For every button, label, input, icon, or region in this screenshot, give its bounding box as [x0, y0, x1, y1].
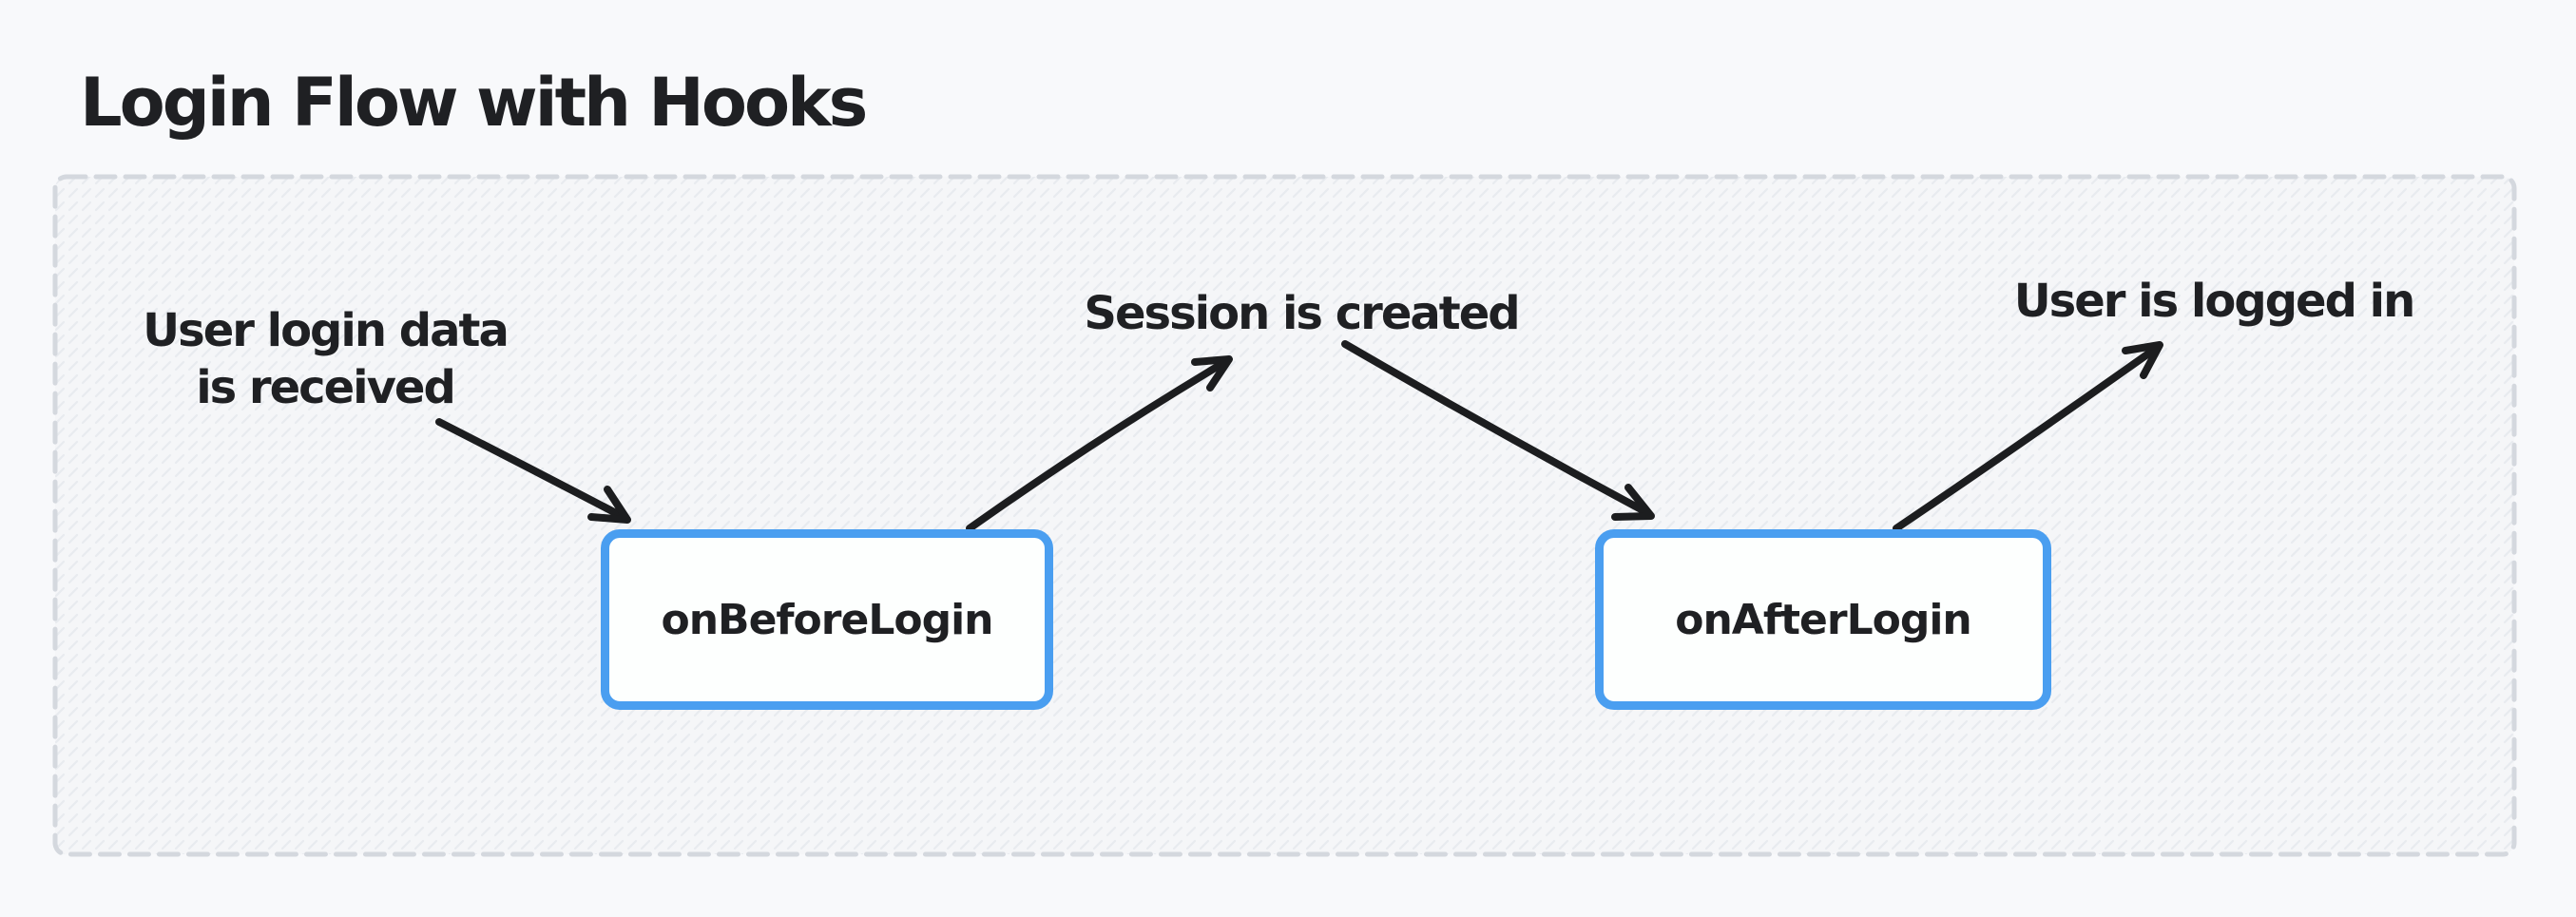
node-onafterlogin: onAfterLogin — [1595, 529, 2051, 710]
arrow-onafterlogin-to-loggedin — [1893, 341, 2163, 532]
annotation-user-login-data-received: User login data is received — [78, 302, 572, 416]
node-onafterlogin-label: onAfterLogin — [1675, 595, 1971, 644]
node-onbeforelogin-label: onBeforeLogin — [661, 595, 993, 644]
annotation-received-line1: User login data — [143, 304, 509, 357]
arrow-session-to-onafterlogin — [1341, 340, 1655, 521]
node-onbeforelogin: onBeforeLogin — [601, 529, 1053, 710]
annotation-user-logged-in: User is logged in — [1929, 273, 2499, 330]
arrow-onbeforelogin-to-session — [966, 355, 1233, 532]
annotation-session-text: Session is created — [1084, 287, 1520, 340]
arrow-received-to-onbeforelogin — [435, 418, 631, 524]
annotation-session-created: Session is created — [1016, 285, 1586, 342]
diagram-title: Login Flow with Hooks — [80, 64, 868, 142]
annotation-logged-in-text: User is logged in — [2013, 275, 2416, 328]
annotation-received-line2: is received — [196, 361, 456, 414]
